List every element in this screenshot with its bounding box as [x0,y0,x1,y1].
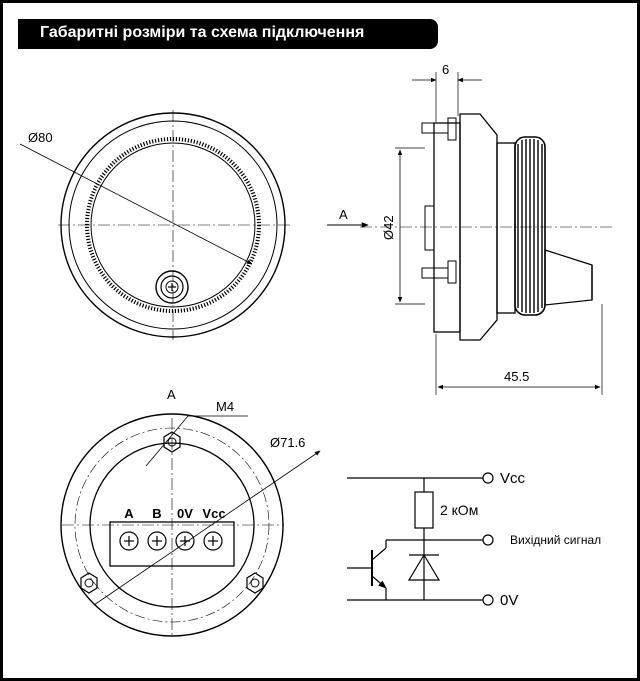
screw-label: M4 [216,399,234,414]
nut-top-rear [163,431,181,453]
dim-length-label: 45.5 [504,369,529,384]
rear-diameter-label: Ø71.6 [270,435,305,450]
terminal-b-label: B [152,506,161,521]
m4-leader [145,415,248,467]
knurl-lines [517,139,543,313]
terminal-0v-label: 0V [177,506,193,521]
side-view [327,72,612,395]
schematic [347,472,494,606]
knurled-wheel-outline [514,136,546,316]
dim-thickness-label: 6 [442,62,449,77]
terminal-screws [119,531,223,551]
rear-view-label: A [167,387,176,402]
body-cylinder [496,142,516,314]
crank-handle [544,249,593,306]
stud-top [421,122,449,134]
figure-title: Габаритні розміри та схема підключення [40,24,365,41]
nut-bottom [447,260,457,284]
terminal-a-label: A [124,506,134,521]
ground-terminal [482,594,494,606]
diameter-leader [19,143,253,265]
rear-view [60,413,321,637]
resistor [414,491,434,529]
figure-frame [3,3,637,678]
stud-bottom [421,267,449,279]
output-label: Вихідний сигнал [510,533,601,547]
handle-inner [160,275,184,299]
ground-label: 0V [500,592,518,609]
handle-screw [165,280,179,294]
output-terminal [482,534,494,546]
shaft-stub [424,205,435,251]
vcc-terminal [482,472,494,484]
title-bar: Габаритні розміри та схема підключення [18,19,438,49]
nut-right-rear [246,572,264,594]
vcc-label: Vcc [500,470,526,487]
terminal-vcc-label: Vcc [202,506,225,521]
body-taper [459,113,498,341]
diode-triangle [407,553,441,581]
nut-left-rear [80,572,98,594]
rear-diameter-leader [93,450,321,606]
terminal-block [109,521,235,567]
side-arrow-label: A [339,207,348,222]
front-view [19,110,290,340]
mount-plate [433,122,461,333]
dim-diameter-label: Ø42 [381,215,396,240]
nut-top [447,117,457,141]
front-diameter-label: Ø80 [28,130,53,145]
resistor-label: 2 кОм [440,502,478,518]
handle-outer [155,270,189,304]
